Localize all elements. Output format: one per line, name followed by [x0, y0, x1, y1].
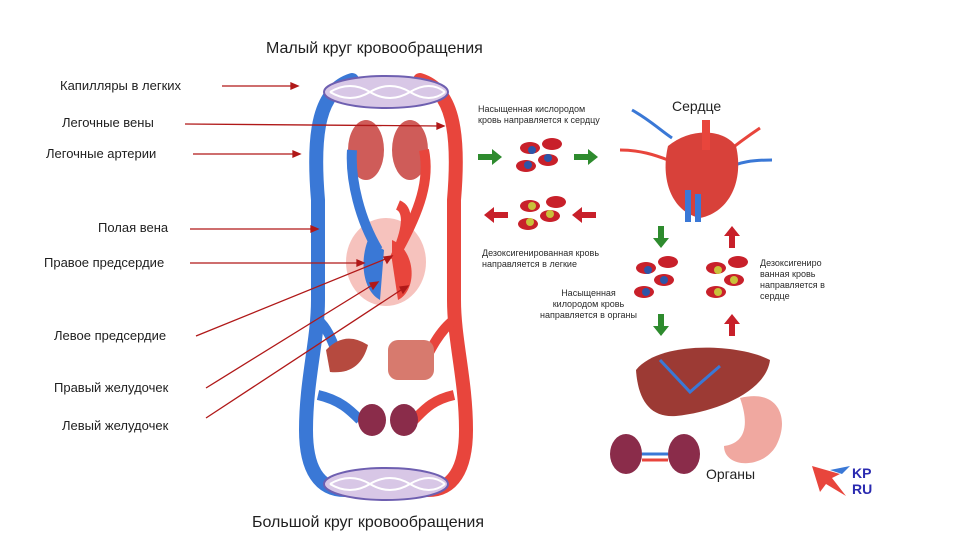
label-lung-capillaries: Капилляры в легких	[60, 78, 182, 93]
red-arrow-up-2	[724, 314, 740, 336]
kp-logo: KP RU	[812, 465, 872, 497]
stomach-illustration	[724, 396, 782, 464]
oxygenated-cells-mid	[634, 256, 678, 298]
lung-right	[392, 120, 428, 180]
pulmonary-circulation-title: Малый круг кровообращения	[266, 40, 483, 57]
text-deoxygenated-to-heart: Дезоксигениро ванная кровь направляется …	[760, 258, 825, 301]
oxygenated-cells-top	[516, 138, 562, 172]
body-capillaries	[323, 467, 449, 501]
liver-small	[326, 338, 368, 373]
lung-capillaries	[323, 75, 449, 109]
deoxygenated-cells-top	[518, 196, 566, 230]
text-oxygenated-to-heart: Насыщенная кислородом кровь направляется…	[478, 104, 600, 125]
kp-logo-line2: RU	[852, 481, 872, 497]
label-left-atrium: Левое предсердие	[54, 328, 167, 343]
right-heart	[363, 240, 384, 300]
text-deoxygenated-to-lungs: Дезоксигенированная кровь направляется в…	[482, 248, 600, 269]
circulation-loop	[298, 73, 474, 501]
label-pulmonary-veins: Легочные вены	[62, 115, 154, 130]
text-oxygenated-to-organs: Насыщенная килородом кровь направляется …	[540, 288, 637, 320]
deoxygenated-cells-mid	[706, 256, 748, 298]
red-arrow-left-2	[572, 207, 596, 223]
systemic-circulation-title: Большой круг кровообращения	[252, 514, 485, 531]
lung-left	[348, 120, 384, 180]
green-arrow-2	[574, 149, 598, 165]
organs-title: Органы	[706, 466, 756, 482]
label-vena-cava: Полая вена	[98, 220, 169, 235]
heart-title: Сердце	[672, 98, 722, 114]
kidney-illustration-left	[610, 434, 642, 474]
green-arrow-1	[478, 149, 502, 165]
intestine	[388, 340, 434, 380]
kidney-left	[358, 404, 386, 436]
label-left-ventricle: Левый желудочек	[62, 418, 169, 433]
red-arrow-up-1	[724, 226, 740, 248]
kidney-illustration-right	[668, 434, 700, 474]
label-pulmonary-arteries: Легочные артерии	[46, 146, 157, 161]
right-panel-graphics	[478, 108, 782, 474]
kidney-right	[390, 404, 418, 436]
red-arrow-left-1	[484, 207, 508, 223]
heart-illustration	[619, 108, 773, 222]
green-arrow-down-1	[653, 226, 669, 248]
label-right-ventricle: Правый желудочек	[54, 380, 169, 395]
kp-logo-line1: KP	[852, 465, 871, 481]
label-pointers	[184, 82, 446, 419]
kp-bird-icon	[812, 466, 846, 496]
label-right-atrium: Правое предсердие	[44, 255, 165, 270]
green-arrow-down-2	[653, 314, 669, 336]
